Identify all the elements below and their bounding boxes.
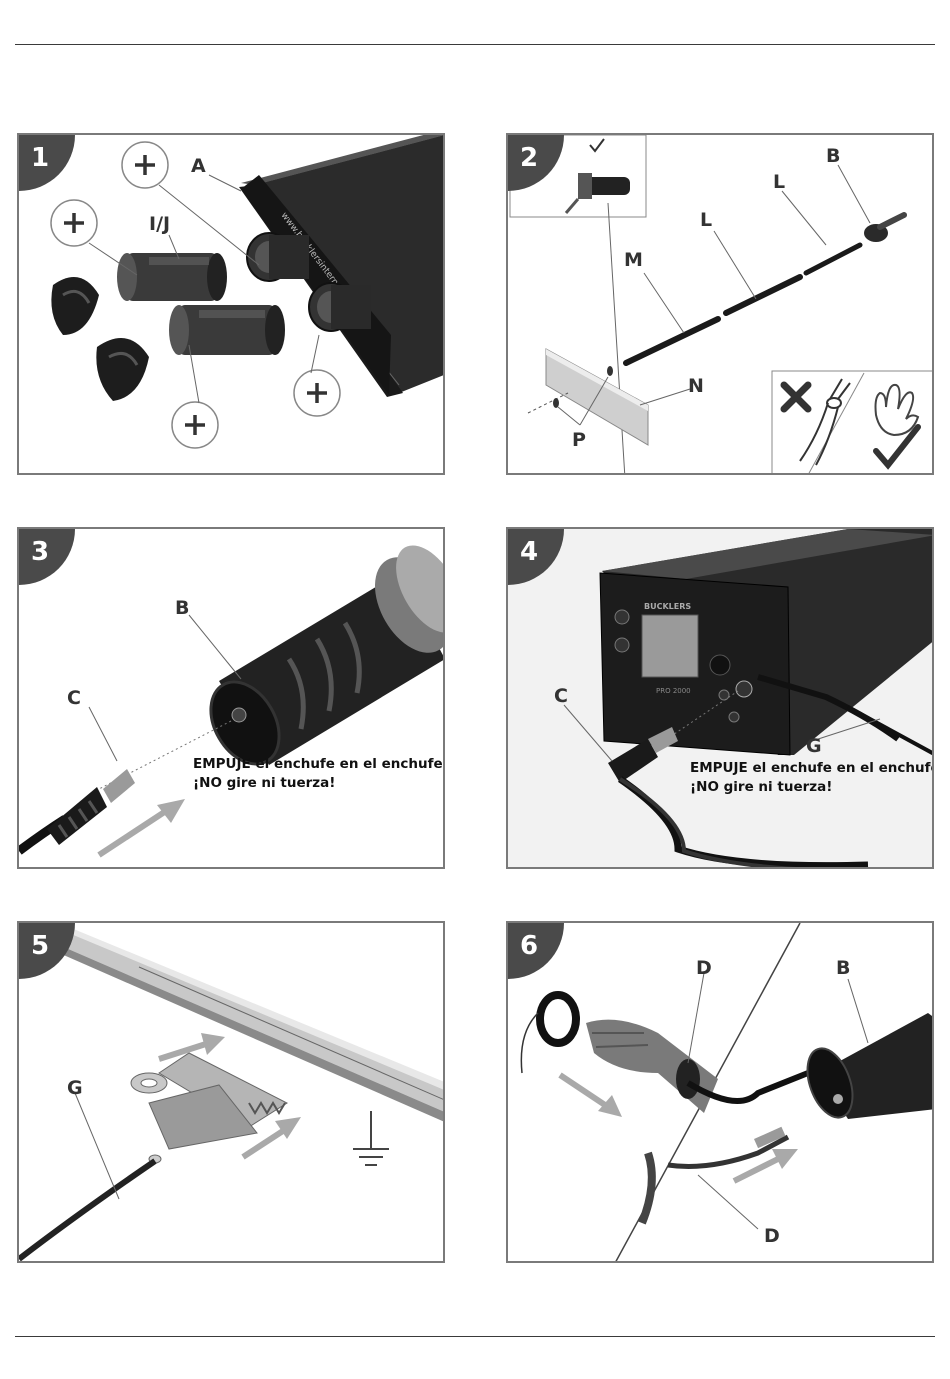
label-g: G (67, 1077, 83, 1099)
step-number: 3 (31, 537, 49, 567)
label-d-lower: D (764, 1225, 780, 1247)
ground-symbol-icon (353, 1111, 389, 1165)
step-number: 6 (520, 931, 538, 961)
plus-sign-icon (294, 370, 340, 416)
label-c: C (67, 687, 81, 709)
svg-text:BUCKLERS: BUCKLERS (644, 602, 691, 611)
battery-cap-2 (96, 338, 149, 401)
push-arrow-icon (560, 1075, 622, 1117)
label-b: B (836, 957, 850, 979)
caption-line-1: EMPUJE el enchufe en el enchufe (193, 755, 443, 774)
caption-line-2: ¡NO gire ni tuerza! (690, 778, 934, 797)
step-number: 5 (31, 931, 49, 961)
battery-cap-1 (51, 277, 99, 335)
wristband-connection-illustration (508, 923, 934, 1263)
cable-connection-illustration (19, 529, 445, 869)
caption-line-2: ¡NO gire ni tuerza! (193, 774, 443, 793)
label-n: N (688, 375, 704, 397)
battery-install-illustration: www.bucklersinternational.com (19, 135, 445, 475)
device-connection-illustration: BUCKLERS PRO 2000 (508, 529, 934, 869)
instruction-caption: EMPUJE el enchufe en el enchufe ¡NO gire… (690, 759, 934, 797)
loose-battery-1 (117, 253, 227, 301)
step-4-panel: BUCKLERS PRO 2000 4 C G EMPUJE el enchuf… (506, 527, 934, 869)
label-c: C (554, 685, 568, 707)
instruction-caption: EMPUJE el enchufe en el enchufe ¡NO gire… (193, 755, 443, 793)
step-2-panel: 2 B L L M N P (506, 133, 934, 475)
loose-battery-2 (169, 305, 285, 355)
step-6-panel: 6 D B D (506, 921, 934, 1263)
plus-sign-icon (51, 200, 97, 246)
step-3-panel: 3 B C EMPUJE el enchufe en el enchufe ¡N… (17, 527, 445, 869)
label-l-upper: L (773, 171, 785, 193)
label-l-lower: L (700, 209, 712, 231)
step-number: 2 (520, 143, 538, 173)
push-arrow-icon (734, 1149, 798, 1181)
plus-sign-icon (122, 142, 168, 188)
label-ij: I/J (149, 213, 170, 235)
step-number: 4 (520, 537, 538, 567)
step-5-panel: 5 G (17, 921, 445, 1263)
bottom-rule (15, 1336, 935, 1337)
wristband (521, 995, 576, 1073)
label-b: B (175, 597, 189, 619)
hand (586, 1020, 718, 1113)
probe-handle (197, 534, 445, 776)
step-number: 1 (31, 143, 49, 173)
battery-in-slot-1 (247, 233, 309, 281)
top-rule (15, 44, 935, 45)
caption-line-1: EMPUJE el enchufe en el enchufe (690, 759, 934, 778)
label-d-upper: D (696, 957, 712, 979)
label-b: B (826, 145, 840, 167)
probe-assembly-illustration (508, 135, 934, 475)
label-m: M (624, 249, 643, 271)
connector-plug (19, 769, 135, 851)
battery-in-slot-2 (309, 283, 371, 331)
probe-handle (864, 215, 904, 242)
probe-handle (799, 1013, 934, 1124)
plus-sign-icon (172, 402, 218, 448)
ground-clamp-illustration (19, 923, 445, 1263)
push-arrow-icon (99, 799, 185, 855)
label-a: A (191, 155, 206, 177)
step-1-panel: www.bucklersinternational.com (17, 133, 445, 475)
svg-text:PRO 2000: PRO 2000 (656, 687, 691, 695)
label-g: G (806, 735, 822, 757)
label-p: P (572, 429, 586, 451)
